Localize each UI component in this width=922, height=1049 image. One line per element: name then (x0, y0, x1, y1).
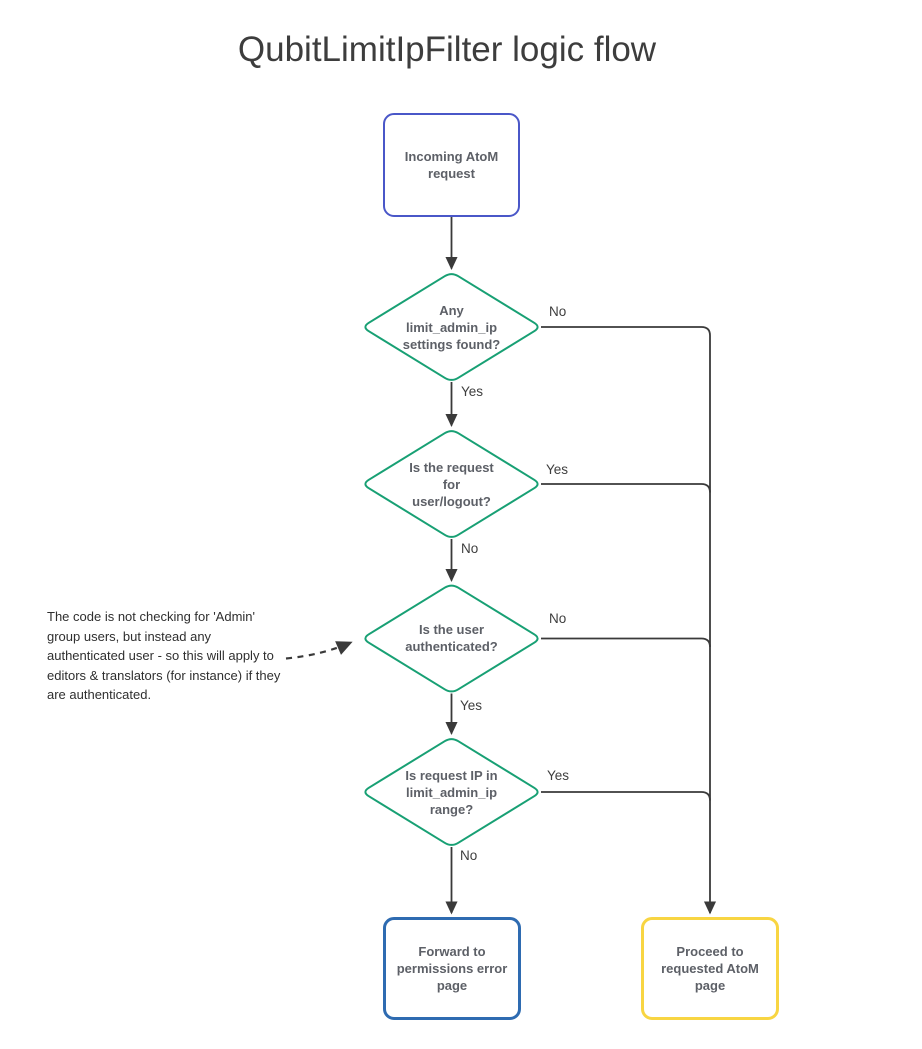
annotation-arrow (285, 641, 353, 660)
error-end-node: Forward to permissions error page (383, 917, 521, 1020)
edge-label-d2-yes: Yes (546, 462, 569, 477)
edge-d4-yes-branch (541, 791, 711, 801)
annotation-note: The code is not checking for 'Admin' gro… (47, 609, 281, 702)
decision-label-authenticated: Is the user authenticated? (405, 622, 498, 654)
edge-d2-yes-branch (541, 483, 711, 493)
edge-label-d2-no: No (461, 541, 479, 556)
edge-label-d1-yes: Yes (461, 384, 484, 399)
diagram-title: QubitLimitIpFilter logic flow (237, 30, 657, 69)
edge-label-d4-no: No (460, 848, 478, 863)
start-node: Incoming AtoM request (383, 113, 520, 217)
proceed-end-node: Proceed to requested AtoM page (641, 917, 779, 1020)
decision-label-user-logout: Is the request for user/logout? (409, 459, 494, 509)
edge-label-d3-no: No (549, 611, 567, 626)
edge-d1-no-trunk-to-proceed (541, 326, 717, 915)
edge-label-d4-yes: Yes (547, 768, 570, 783)
edge-d3-no-branch (541, 637, 711, 648)
edge-label-d1-no: No (549, 304, 567, 319)
edge-label-d3-yes: Yes (460, 698, 483, 713)
decision-label-ip-range: Is request IP in limit_admin_ip range? (405, 767, 498, 817)
decision-label-settings-found: Any limit_admin_ip settings found? (402, 302, 501, 352)
